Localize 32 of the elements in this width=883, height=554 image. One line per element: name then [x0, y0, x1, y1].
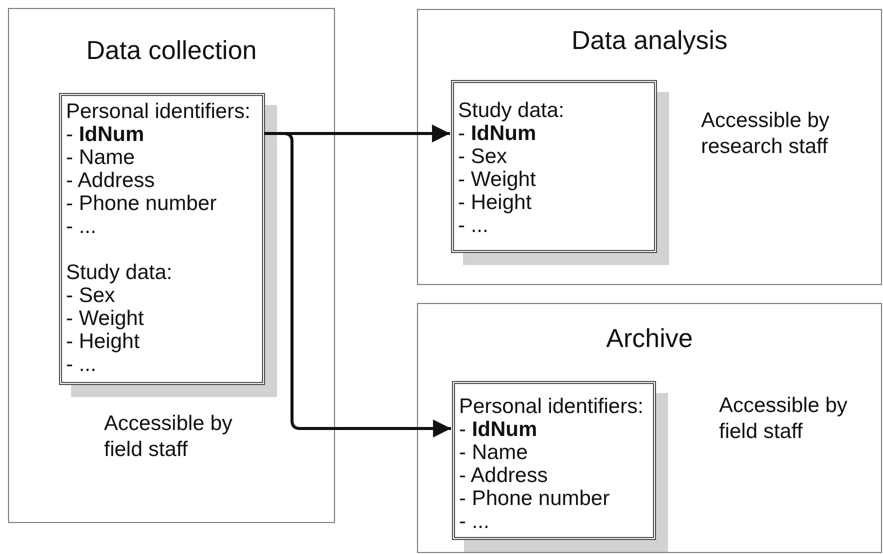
record-line: - Sex	[66, 284, 116, 307]
record-line: - Sex	[458, 145, 508, 168]
panel-title: Archive	[605, 323, 694, 353]
access-note: Accessible by research staff	[701, 108, 830, 160]
record-line: - ...	[459, 510, 490, 533]
record-line: - IdNum	[66, 123, 146, 146]
record-line: - Height	[458, 191, 533, 214]
record-line: - ...	[66, 215, 98, 238]
group-panel	[417, 9, 882, 285]
record-line: Study data:	[66, 261, 174, 284]
record-line: - Weight	[458, 168, 537, 191]
group-panel	[8, 8, 335, 523]
record-line: - IdNum	[458, 122, 538, 145]
record-line: - Weight	[66, 307, 145, 330]
group-panel	[417, 303, 882, 553]
access-note: Accessible by field staff	[104, 411, 234, 463]
record-line: Study data:	[458, 99, 566, 122]
panel-title: Data analysis	[570, 25, 729, 55]
record-line: Personal identifiers:	[66, 100, 252, 123]
record-line: - IdNum	[459, 418, 538, 441]
record-line: - Phone number	[459, 487, 611, 510]
record-line: - Name	[459, 441, 529, 464]
access-note: Accessible by field staff	[719, 393, 848, 445]
record-line: - Name	[66, 146, 136, 169]
record-line: - ...	[458, 214, 490, 237]
record-line: - Phone number	[66, 192, 218, 215]
record-line: - Address	[66, 169, 156, 192]
record-line: Personal identifiers:	[459, 395, 644, 418]
record-line: - ...	[66, 353, 98, 376]
record-line: - Height	[66, 330, 141, 353]
record-line: - Address	[459, 464, 549, 487]
panel-title: Data collection	[85, 35, 258, 65]
